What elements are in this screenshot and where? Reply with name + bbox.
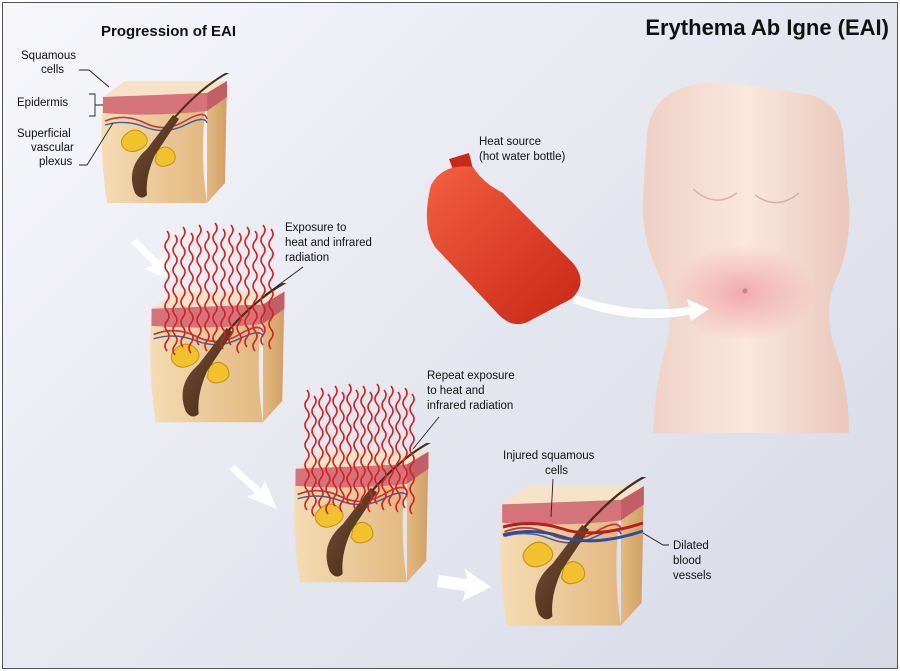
label-squamous: Squamous cells xyxy=(21,50,110,88)
repeat-line-2: to heat and xyxy=(427,385,485,397)
progress-arrow-3 xyxy=(437,569,491,601)
label-heat-source: Heat source (hot water bottle) xyxy=(479,136,565,163)
hot-water-bottle xyxy=(426,153,581,325)
epidermis-text: Epidermis xyxy=(17,97,68,109)
dilated-line-3: vessels xyxy=(673,570,712,582)
repeat-line-3: infrared radiation xyxy=(427,400,513,412)
plexus-line-1: Superficial xyxy=(17,128,71,140)
heat-source-line-2: (hot water bottle) xyxy=(479,151,565,163)
progression-title: Progression of EAI xyxy=(101,23,236,40)
plexus-line-3: plexus xyxy=(39,156,72,168)
label-plexus: Superficial vascular plexus xyxy=(17,122,114,168)
svg-text:Heat source(hot water bottle): Heat source (hot water bottle) xyxy=(479,136,565,163)
injured-line-2: cells xyxy=(545,465,568,477)
skin-block-injured xyxy=(499,477,653,627)
injured-line-1: Injured squamous xyxy=(503,450,595,462)
squamous-line-1: Squamous xyxy=(21,50,76,62)
dilated-line-1: Dilated xyxy=(673,540,709,552)
exposure-line-1: Exposure to xyxy=(285,222,346,234)
female-torso xyxy=(642,82,850,433)
main-title: Erythema Ab Igne (EAI) xyxy=(645,15,889,40)
label-epidermis: Epidermis xyxy=(17,93,103,117)
heat-source-line-1: Heat source xyxy=(479,136,541,148)
progress-arrow-1 xyxy=(131,239,173,281)
progress-arrow-2 xyxy=(229,465,277,509)
exposure-line-2: heat and infrared xyxy=(285,237,372,249)
label-repeat-exposure: Repeat exposure to heat and infrared radia… xyxy=(412,370,515,450)
exposure-line-3: radiation xyxy=(285,252,329,264)
squamous-line-2: cells xyxy=(41,64,64,76)
dilated-line-2: blood xyxy=(673,555,701,567)
diagram-canvas: Erythema Ab Igne (EAI) Progression of EA… xyxy=(17,15,889,627)
plexus-line-2: vascular xyxy=(31,142,74,154)
heat-arrow xyxy=(573,295,709,321)
label-exposure: Exposure to heat and infrared radiation xyxy=(264,222,372,296)
label-dilated: Dilated blood vessels xyxy=(642,532,712,582)
rash-area xyxy=(671,245,815,341)
repeat-line-1: Repeat exposure xyxy=(427,370,515,382)
label-injured: Injured squamous cells xyxy=(503,450,595,518)
skin-block-normal xyxy=(100,73,235,204)
